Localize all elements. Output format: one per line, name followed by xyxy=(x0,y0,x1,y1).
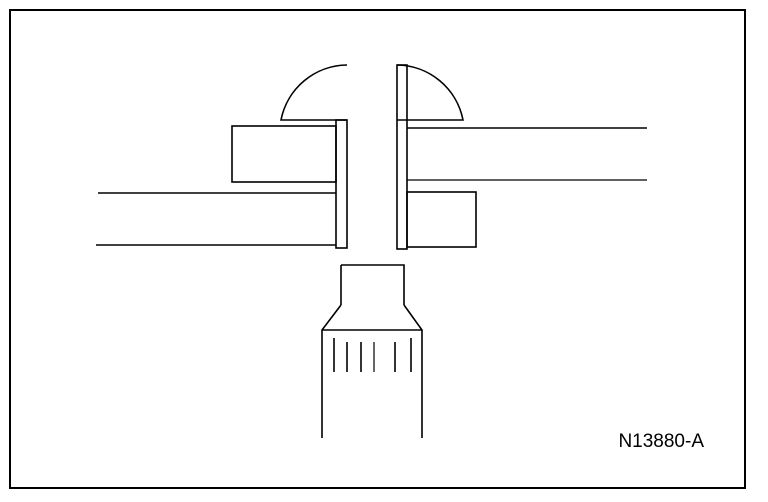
left-plate xyxy=(335,119,348,249)
tool-handle xyxy=(321,264,423,438)
left-semicircle-cap xyxy=(280,64,348,121)
right-semicircle-cap xyxy=(396,64,464,121)
tool-shoulder-left xyxy=(321,304,342,438)
right-lower-block xyxy=(406,191,477,248)
tool-shoulder-right xyxy=(403,304,423,438)
left-bar xyxy=(96,192,336,246)
tool-tip-right xyxy=(341,264,405,305)
figure-border xyxy=(9,9,746,489)
left-upper-block xyxy=(231,125,337,183)
figure-code-label: N13880-A xyxy=(618,431,704,452)
right-plate xyxy=(396,64,408,250)
